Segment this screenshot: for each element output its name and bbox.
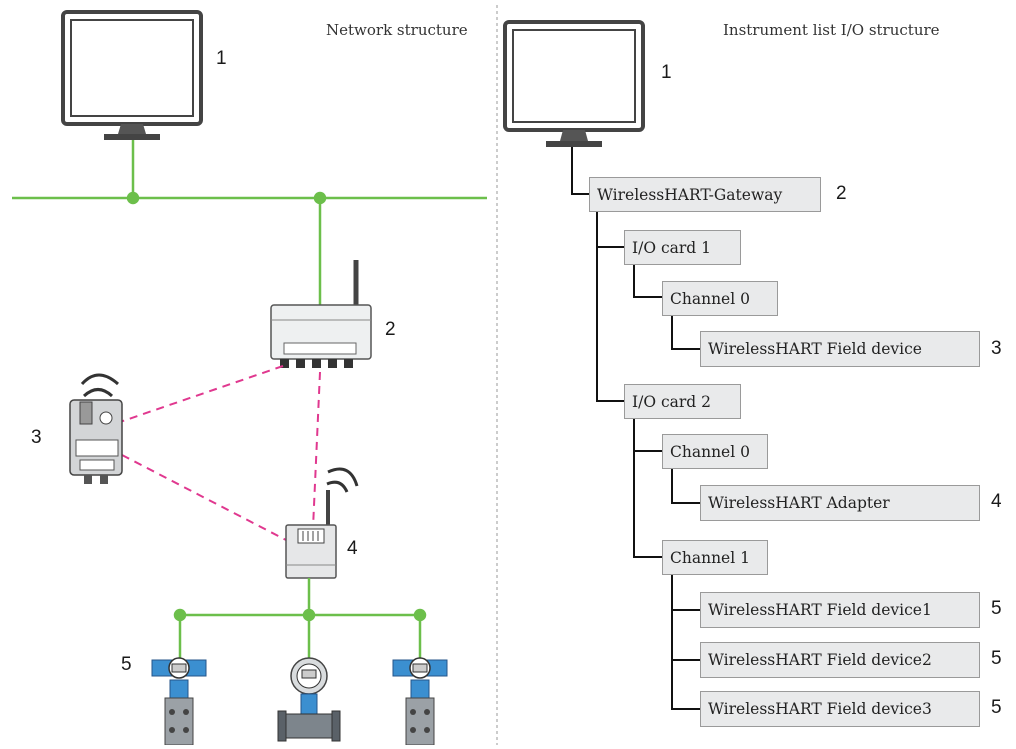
label-field-devices: 5 [121, 654, 132, 675]
label-monitor-right: 1 [661, 62, 672, 83]
tree-node-channel-0: Channel 0 [662, 281, 778, 316]
tree-node-gateway: WirelessHART-Gateway [589, 177, 821, 212]
field-bus [173, 578, 427, 660]
tree-node-io-card-1: I/O card 1 [624, 230, 741, 265]
field-device-icon [392, 657, 448, 746]
tree-node-adapter: WirelessHART Adapter [700, 485, 980, 521]
tree-node-number: 5 [991, 648, 1002, 669]
label-monitor: 1 [216, 48, 227, 69]
monitor-icon [503, 20, 645, 147]
wireless-links [119, 365, 321, 541]
tree-node-number: 5 [991, 697, 1002, 718]
flowmeter-icon [277, 657, 341, 742]
network-structure-title: Network structure [326, 21, 468, 39]
tree-node-number: 3 [991, 338, 1002, 359]
label-gateway: 2 [385, 319, 396, 340]
tree-node-number: 2 [836, 183, 847, 204]
tree-node-channel-0: Channel 0 [662, 434, 768, 469]
gateway-icon [270, 260, 372, 368]
tree-node-number: 4 [991, 491, 1002, 512]
monitor-icon [61, 10, 203, 140]
tree-node-field-device-3: WirelessHART Field device3 [700, 691, 980, 727]
label-wireless-device: 3 [31, 427, 42, 448]
tree-node-channel-1: Channel 1 [662, 540, 768, 575]
field-device-icon [151, 657, 207, 746]
tree-node-field-device: WirelessHART Field device [700, 331, 980, 367]
tree-node-number: 5 [991, 598, 1002, 619]
tree-node-field-device-1: WirelessHART Field device1 [700, 592, 980, 628]
label-adapter: 4 [347, 538, 358, 559]
tree-node-io-card-2: I/O card 2 [624, 384, 741, 419]
ethernet-bus [12, 140, 487, 305]
wireless-field-device-icon [69, 373, 123, 484]
wireless-adapter-icon [285, 467, 359, 579]
tree-node-field-device-2: WirelessHART Field device2 [700, 642, 980, 678]
tree-connectors [571, 147, 700, 710]
instrument-list-title: Instrument list I/O structure [723, 21, 940, 39]
